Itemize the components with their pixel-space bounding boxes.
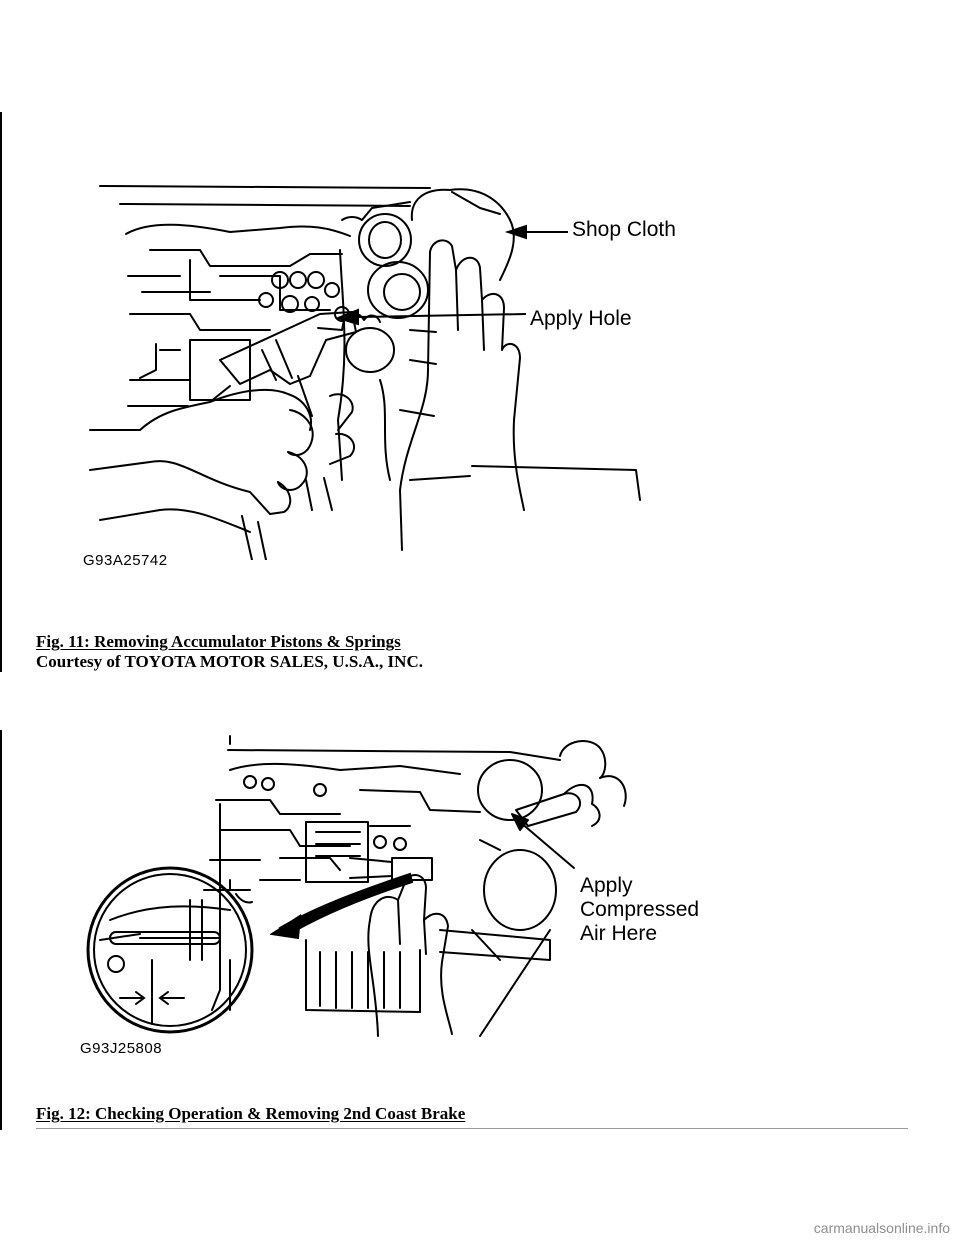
page-bottom-rule: [36, 1128, 908, 1129]
figure-12-caption: Fig. 12: Checking Operation & Removing 2…: [36, 1104, 466, 1123]
figure-12-zoom-arrow: [270, 860, 420, 940]
figure-11-code: G93A25742: [83, 552, 168, 569]
callout-apply-compressed-air-line-2: Compressed: [580, 898, 700, 921]
figure-11-illustration: [80, 180, 720, 560]
figure-12-code: G93J25808: [80, 1040, 163, 1057]
figure-11-caption: Fig. 11: Removing Accumulator Pistons & …: [36, 632, 401, 651]
figure-11-leader-lines: [330, 210, 570, 340]
callout-apply-hole: Apply Hole: [530, 307, 632, 330]
callout-apply-compressed-air-line-1: Apply: [580, 874, 633, 897]
callout-shop-cloth: Shop Cloth: [572, 218, 676, 241]
left-margin-bar-top: [0, 112, 2, 672]
left-margin-bar-bottom: [0, 730, 2, 1130]
figure-12-magnified-inset: [80, 860, 280, 1040]
callout-apply-compressed-air-line-3: Air Here: [580, 922, 658, 945]
watermark-text: carmanualsonline.info: [813, 1220, 950, 1236]
figure-12-illustration: [80, 730, 640, 1040]
figure-11-courtesy: Courtesy of TOYOTA MOTOR SALES, U.S.A., …: [36, 652, 423, 671]
